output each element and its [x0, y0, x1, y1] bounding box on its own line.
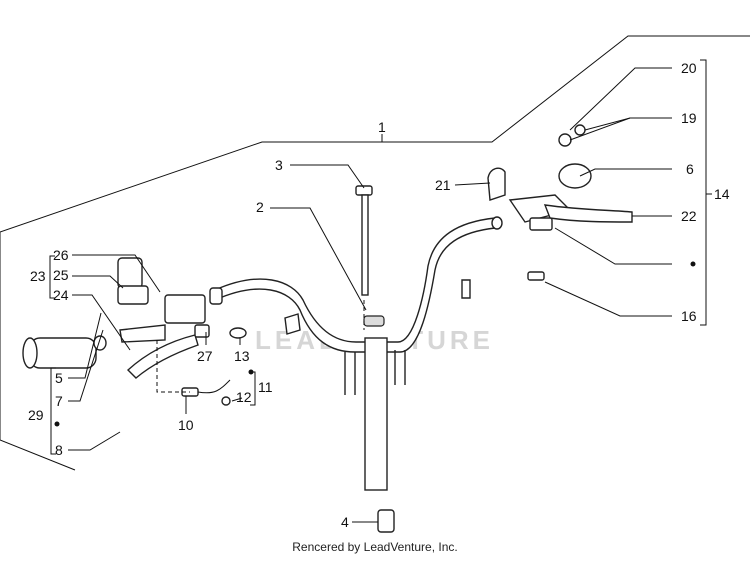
left-grip [22, 335, 107, 369]
callout-8: 8 [55, 442, 63, 458]
callout-16: 16 [681, 308, 697, 324]
leader-lines [68, 67, 672, 523]
callout-13: 13 [234, 348, 250, 364]
bolt [355, 185, 373, 296]
callout-29: 29 [28, 407, 44, 423]
callout-7: 7 [55, 393, 63, 409]
callout-3: 3 [275, 157, 283, 173]
group-bracket-1 [0, 35, 750, 471]
callout-22: 22 [681, 208, 697, 224]
callout-25: 25 [53, 267, 69, 283]
steering-column [344, 315, 406, 533]
footer-credit: Rencered by LeadVenture, Inc. [292, 540, 458, 554]
leader-dot-29 [54, 421, 60, 427]
callout-6: 6 [686, 161, 694, 177]
callout-11: 11 [258, 379, 273, 395]
group-bracket-29 [50, 367, 56, 455]
callout-26: 26 [53, 247, 69, 263]
callout-24: 24 [53, 287, 69, 303]
callout-19: 19 [681, 110, 697, 126]
callout-23: 23 [30, 268, 46, 284]
callout-5: 5 [55, 370, 63, 386]
dashed-guide-left [156, 340, 190, 393]
left-brake-assembly [117, 257, 247, 379]
callout-10: 10 [178, 417, 194, 433]
callout-12: 12 [236, 389, 252, 405]
group-bracket-14 [700, 59, 707, 326]
callout-14: 14 [714, 186, 730, 202]
callout-4: 4 [341, 514, 349, 530]
callout-21: 21 [435, 177, 451, 193]
callout-20: 20 [681, 60, 697, 76]
callout-2: 2 [256, 199, 264, 215]
right-clamp [284, 279, 471, 335]
leader-dot-11 [248, 369, 254, 375]
left-switch [181, 379, 231, 406]
group-bracket-23 [49, 255, 55, 299]
leader-dot-14 [690, 261, 696, 267]
right-brake-assembly [487, 124, 633, 281]
callout-1: 1 [378, 119, 386, 135]
callout-27: 27 [197, 348, 213, 364]
